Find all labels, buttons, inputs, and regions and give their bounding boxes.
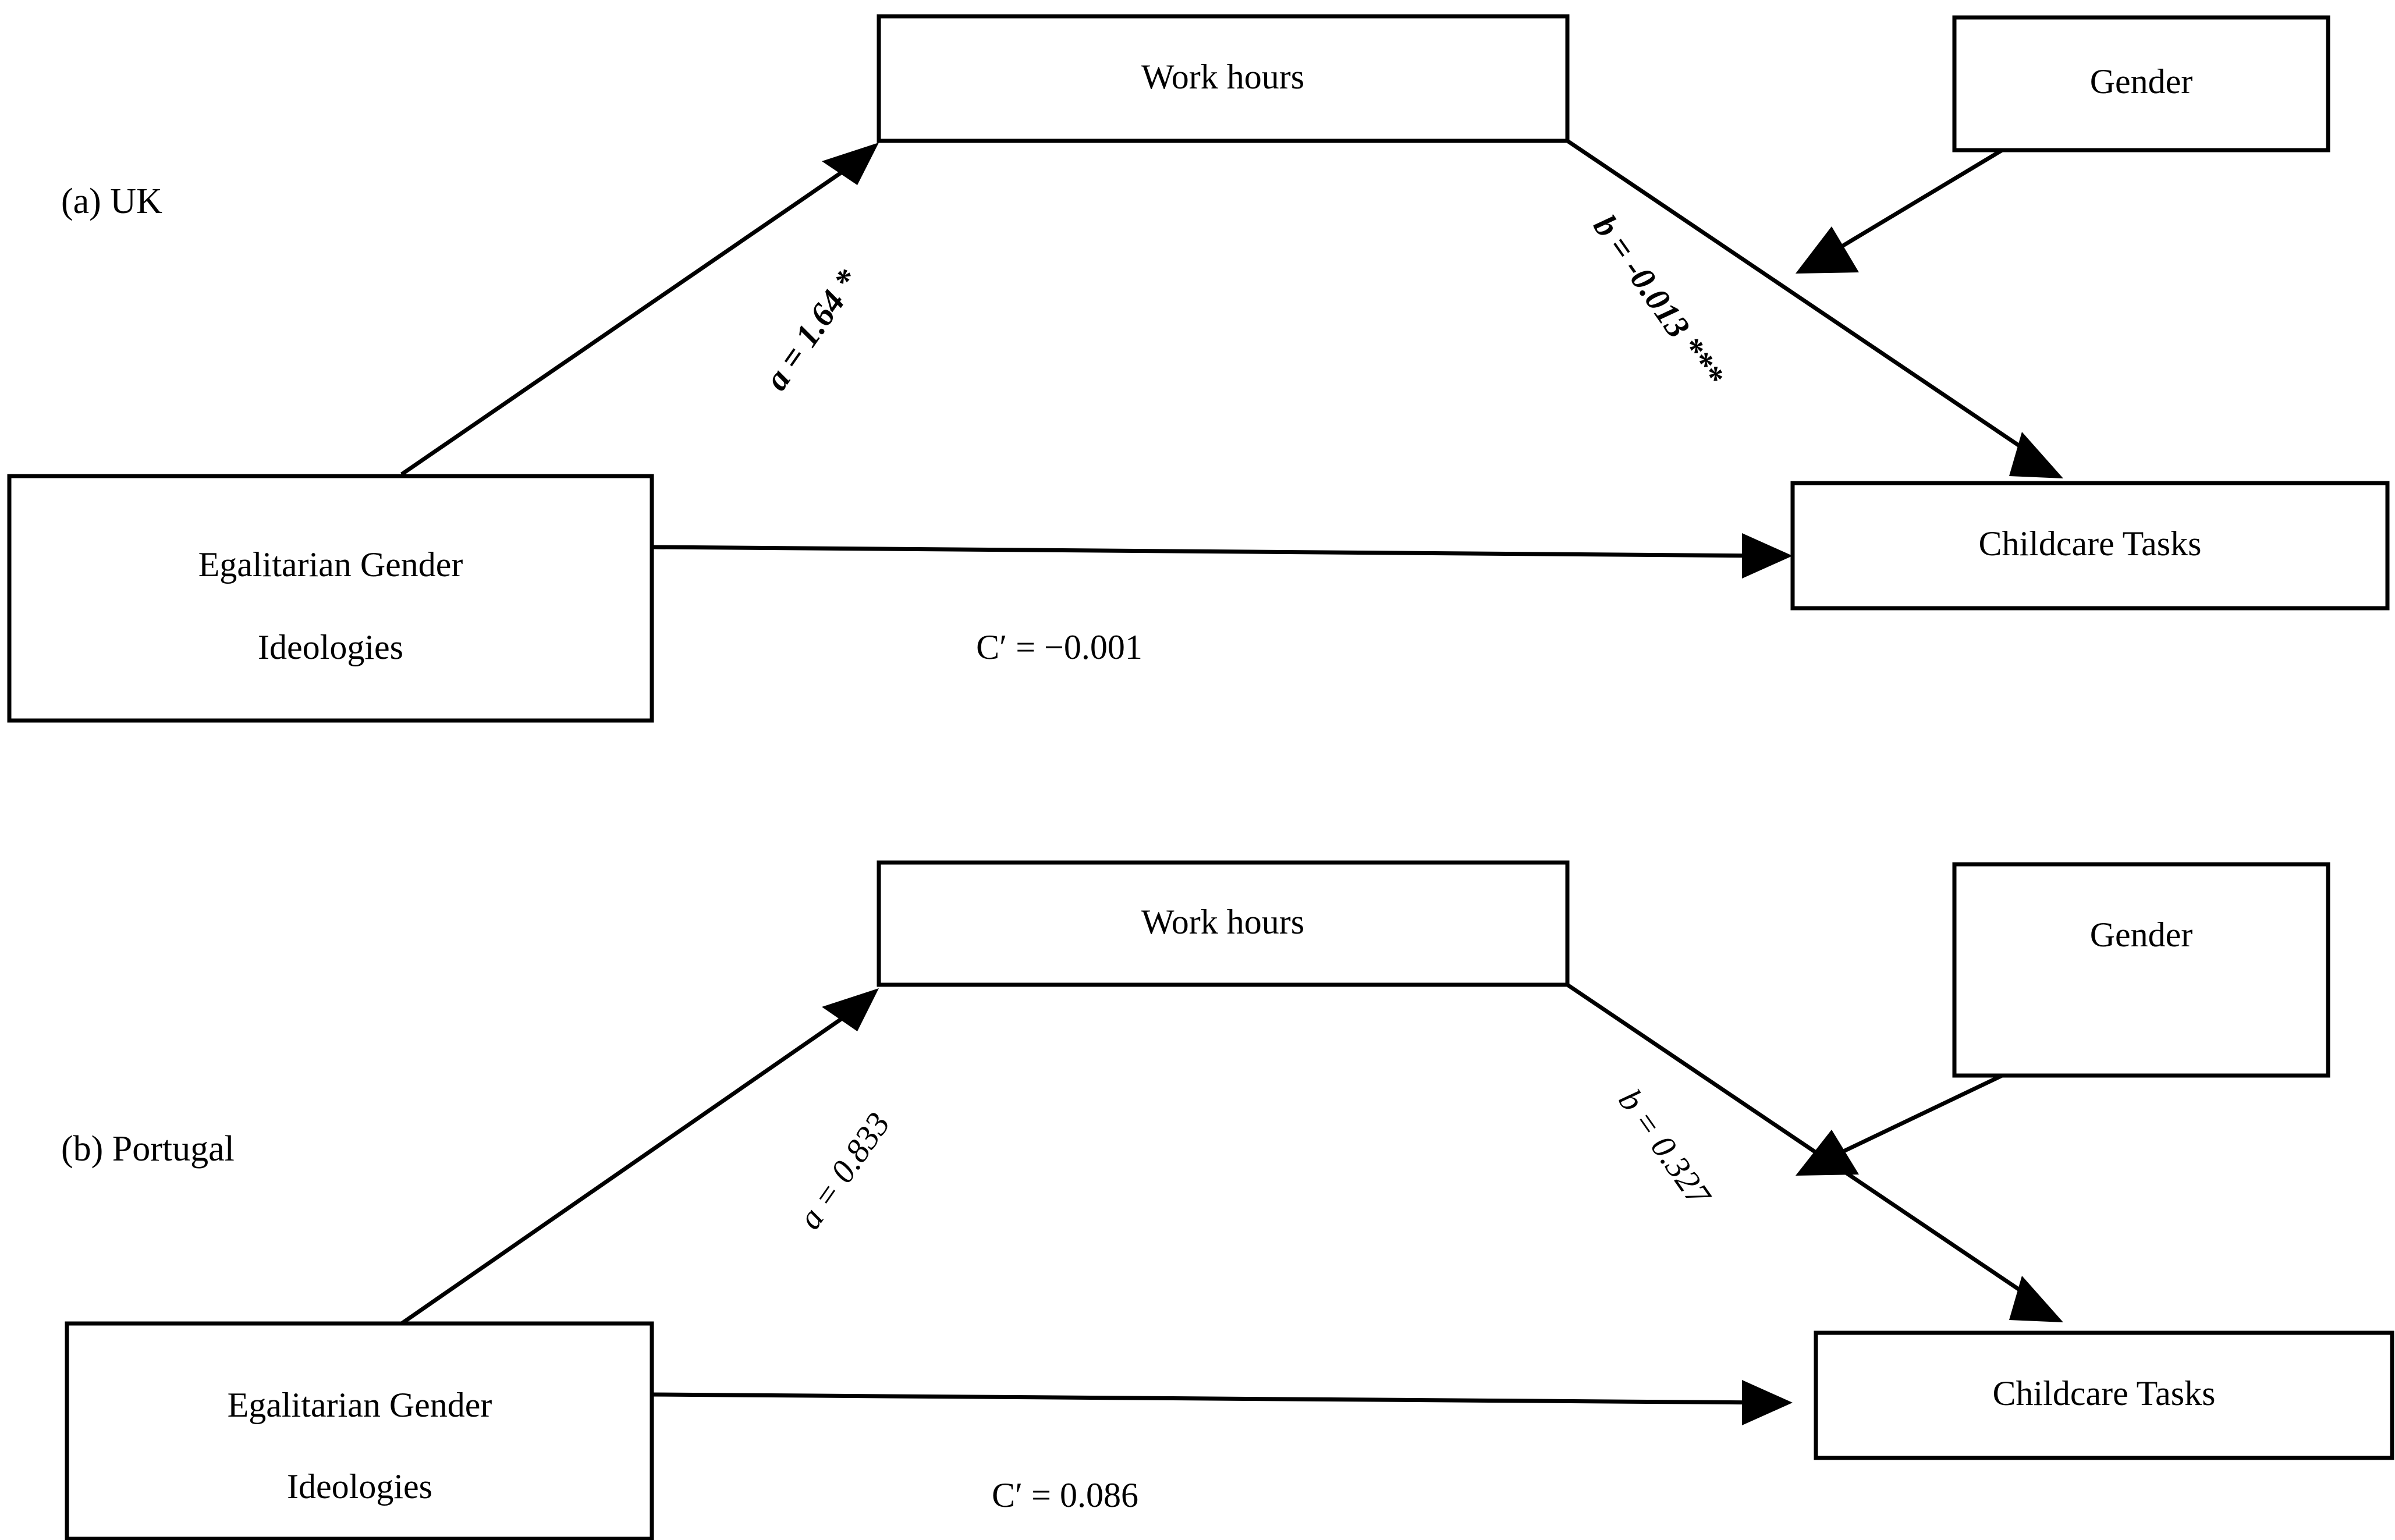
path-a-arrowhead-portugal [822,988,879,1031]
node-gender-label-portugal: Gender [2090,916,2193,954]
moderator-arrowhead-portugal [1796,1130,1859,1176]
moderator-arrowhead-uk [1796,226,1859,274]
path-a-coefficient-uk: a = 1.64 * [757,262,867,396]
path-c-line-portugal [651,1392,1770,1405]
path-c-arrowhead-portugal [1742,1380,1793,1425]
path-c-coefficient-uk: C′ = −0.001 [976,628,1142,666]
path-b-coefficient-portugal: b = 0.327 [1611,1083,1719,1213]
moderator-line-uk [1821,148,2003,261]
node-gender-label-uk: Gender [2090,62,2193,101]
node-childcare-tasks-label-portugal: Childcare Tasks [1993,1374,2216,1413]
node-egi-label-line1-portugal: Egalitarian Gender [228,1386,492,1424]
path-b-arrowhead-portugal [2009,1276,2063,1322]
node-egi-label-line2-uk: Ideologies [258,628,403,666]
node-gender-uk[interactable] [1952,15,2330,152]
panel-label-uk: (a) UK [61,182,162,221]
path-a-line-uk [400,154,867,476]
panel-uk: (a) UK Work hours Gender Egalitarian Gen… [7,14,2390,723]
node-egi-label-line1-uk: Egalitarian Gender [198,545,463,584]
path-c-coefficient-portugal: C′ = 0.086 [992,1476,1138,1514]
path-b-line-uk [1566,139,2050,467]
node-childcare-tasks-label-uk: Childcare Tasks [1979,524,2202,563]
node-work-hours-label-uk: Work hours [1141,58,1304,96]
panel-portugal: (b) Portugal Work hours Gender Egalitari… [61,860,2394,1540]
moderator-line-portugal [1821,1073,2003,1164]
path-b-arrowhead-uk [2009,432,2063,478]
path-a-arrowhead-uk [822,143,879,185]
node-work-hours-uk[interactable] [877,14,1570,143]
path-b-line-portugal [1566,983,2050,1311]
node-gender-portugal[interactable] [1952,862,2330,1078]
path-c-arrowhead-uk [1742,533,1793,579]
node-childcare-tasks-uk[interactable] [1790,481,2390,611]
node-egalitarian-gender-ideologies-portugal[interactable] [65,1321,654,1540]
node-work-hours-portugal[interactable] [877,860,1570,987]
path-a-line-portugal [400,1000,867,1325]
node-childcare-tasks-portugal[interactable] [1814,1330,2394,1460]
path-a-coefficient-portugal: a = 0.833 [790,1106,897,1236]
path-c-line-uk [651,545,1770,558]
node-egi-label-line2-portugal: Ideologies [287,1467,432,1506]
node-work-hours-label-portugal: Work hours [1141,903,1304,941]
panel-label-portugal: (b) Portugal [61,1129,235,1169]
node-egalitarian-gender-ideologies-uk[interactable] [7,474,654,723]
